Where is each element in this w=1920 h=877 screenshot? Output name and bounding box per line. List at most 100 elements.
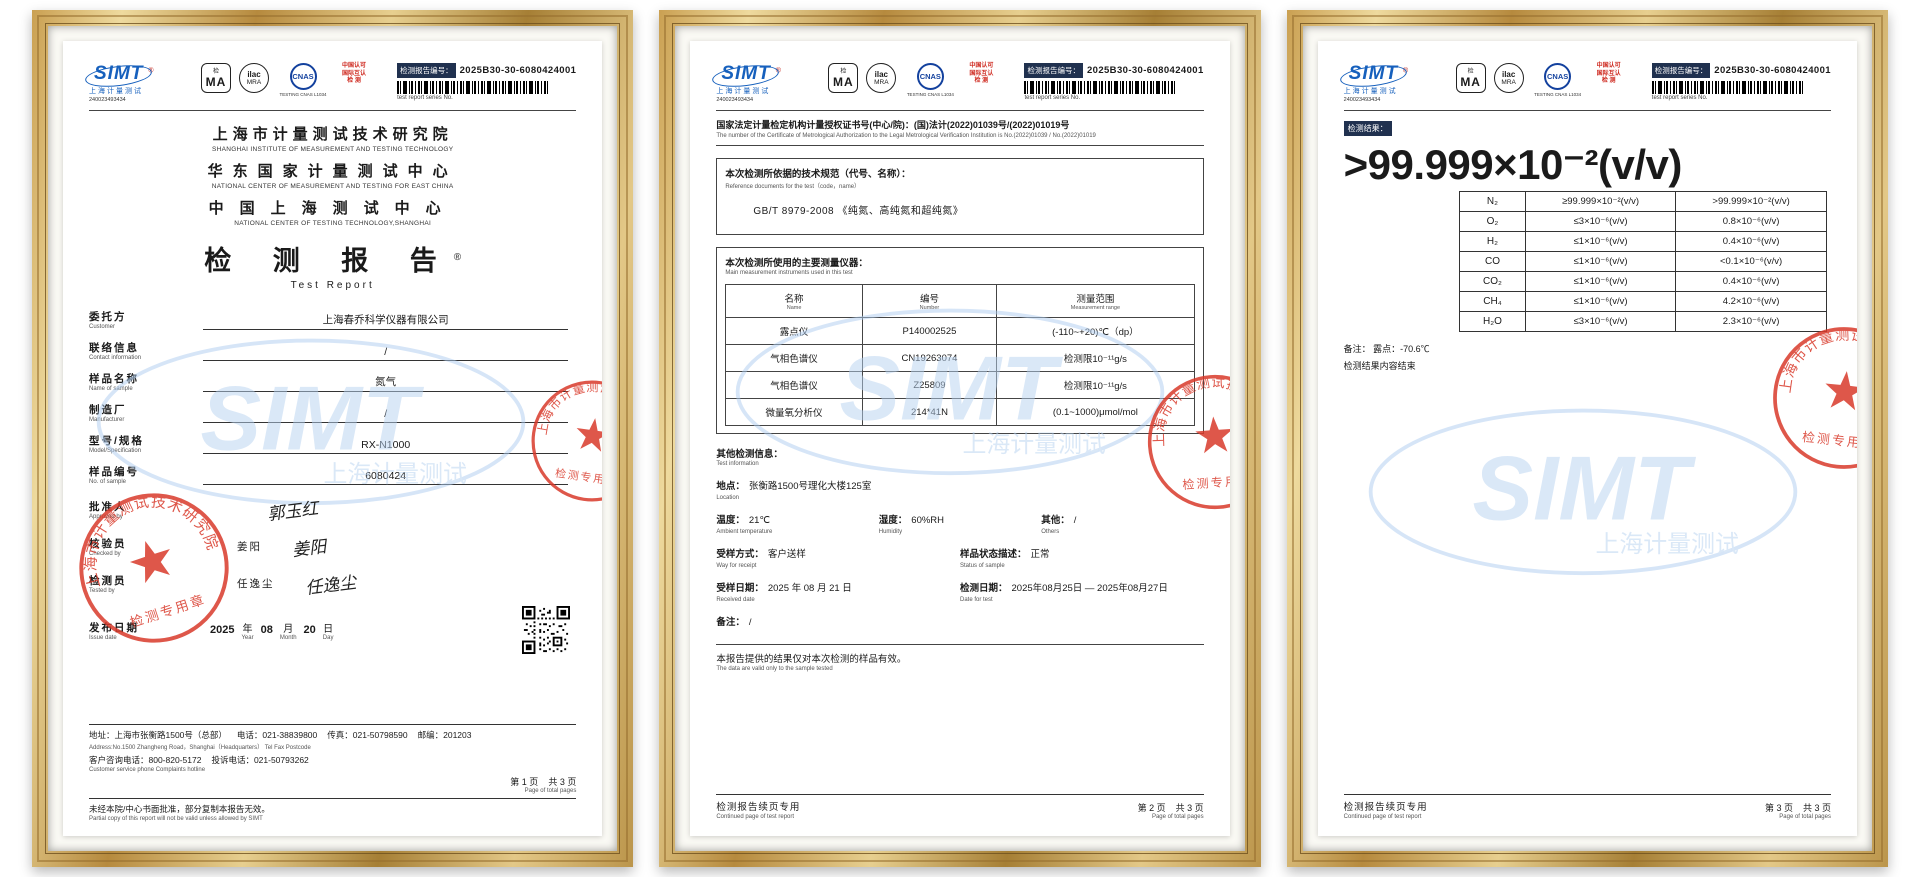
gas-component: N₂ (1458, 191, 1526, 212)
barcode (1651, 81, 1804, 94)
report-title-en: Test Report (290, 280, 375, 291)
purity-headline: >99.999×10⁻²(v/v) (1343, 141, 1683, 188)
field-value: / (203, 346, 569, 361)
report-number-label: 检测报告编号： (1651, 63, 1711, 78)
instrument-name: 气相色谱仪 (725, 344, 863, 372)
field-value: / (203, 408, 569, 423)
certificate-page3: SIMT 上海计量测试 SIMT® 上海计量测试 240023493434 检 … (1317, 41, 1857, 836)
certificate-header: SIMT® 上海计量测试 240023493434 检 MA ilac MRA … (89, 63, 577, 111)
spec-value: ≤1×10⁻⁶(v/v) (1524, 231, 1677, 252)
field-label-en: Name of sample (89, 386, 133, 392)
instrument-number: Z25809 (861, 371, 998, 399)
accred-line2: 国际互认 (341, 70, 366, 77)
qr-code (522, 606, 571, 654)
page2-footer: 检测报告续页专用 Continued page of test report 第… (716, 790, 1204, 820)
continued-page-label: 检测报告续页专用 Continued page of test report (1344, 799, 1428, 820)
frame-mat: SIMT 上海计量测试 SIMT® 上海计量测试 240023493434 检 … (675, 26, 1245, 851)
authorization-note: 国家法定计量检定机构计量授权证书号(中心/院)：(国)法计(2022)01039… (716, 111, 1204, 146)
institute-name-en: SHANGHAI INSTITUTE OF MEASUREMENT AND TE… (211, 146, 454, 153)
value-received-date: 2025 年 08 月 21 日 (767, 583, 852, 594)
label-others-en: Others (1041, 529, 1060, 535)
page-number-en: Page of total pages (524, 788, 577, 794)
gas-component: O₂ (1458, 211, 1526, 232)
instrument-number: P140002525 (861, 317, 998, 345)
printed-name: 姜阳 (237, 540, 262, 553)
label-status-en: Status of sample (960, 563, 1005, 569)
cnas-circle-text: CNAS (916, 63, 944, 90)
barcode (1024, 81, 1177, 94)
value-location: 张衡路1500号理化大楼125室 (748, 481, 872, 492)
cnas-mark-icon: CNAS TESTING CNAS L1034 (1532, 63, 1584, 97)
value-temperature: 21℃ (748, 515, 771, 526)
page-number-current: 第 2 页 (1137, 803, 1166, 813)
official-seal-stamp-partial: 上海市计量测试技术研究院 检测专用章 (1773, 320, 1857, 469)
label-way: 受样方式： (716, 549, 764, 560)
table-row: O₂ ≤3×10⁻⁶(v/v) 0.8×10⁻⁶(v/v) (1458, 211, 1827, 232)
simt-logo-number: 240023493434 (716, 97, 754, 103)
instrument-number: CN19263074 (861, 344, 998, 372)
result-value: 0.8×10⁻⁶(v/v) (1675, 211, 1827, 232)
table-row: N₂ ≥99.999×10⁻²(v/v) >99.999×10⁻²(v/v) (1458, 191, 1827, 212)
sign-label-en: Checked by (89, 550, 121, 557)
barcode-caption: test report series No. (397, 95, 453, 101)
table-row: 气相色谱仪 CN19263074 检测限10⁻¹¹g/s (725, 344, 1195, 372)
table-row: 露点仪 P140002525 (-110~+20)℃（dp） (725, 317, 1195, 345)
authorization-en: The number of the Certificate of Metrolo… (716, 133, 1096, 139)
ilac-text: ilac (247, 69, 261, 79)
table-row: CO ≤1×10⁻⁶(v/v) <0.1×10⁻⁶(v/v) (1458, 251, 1827, 272)
validity-cn: 本报告提供的结果仅对本次检测的样品有效。 (716, 654, 907, 665)
stamp-star-icon (576, 418, 603, 452)
ilac-mra-mark-icon: ilac MRA (866, 63, 897, 93)
field-label-cn: 样品名称 (89, 373, 139, 385)
simt-logo-wordmark: SIMT (1344, 63, 1403, 85)
watermark-simt-text: SIMT (1472, 439, 1696, 540)
other-test-info-section: 其他检测信息： Test information 地点：张衡路1500号理化大楼… (716, 446, 1203, 630)
gas-component: H₂O (1458, 311, 1526, 332)
divider (89, 798, 577, 799)
cma-mark-text: MA (832, 74, 854, 89)
issue-year: 2025 (210, 624, 235, 636)
issue-day: 20 (303, 624, 316, 636)
divider (1343, 794, 1831, 795)
info-row-remark: 备注：/ (716, 612, 1203, 630)
ilac-mra-mark-icon: ilac MRA (1493, 63, 1524, 93)
simt-logo: SIMT® 上海计量测试 240023493434 (1344, 63, 1448, 103)
frame-mat: SIMT 上海计量测试 SIMT® 上海计量测试 240023493434 检 … (48, 26, 618, 851)
printed-name: 任逸尘 (237, 577, 275, 590)
page3-footer: 检测报告续页专用 Continued page of test report 第… (1343, 790, 1831, 820)
report-number-value: 2025B30-30-6080424001 (1714, 65, 1831, 76)
simt-logo-number: 240023493434 (1343, 97, 1381, 103)
cnas-caption: TESTING CNAS L1034 (1534, 92, 1582, 97)
accred-line1: 中国认可 (341, 63, 366, 69)
field-label-cn: 委托方 (89, 311, 127, 323)
sign-label-cn: 核验员 (89, 537, 127, 550)
handwritten-signature: 姜阳 (291, 536, 328, 561)
field-label-cn: 联络信息 (89, 342, 139, 354)
validity-en: The data are valid only to the sample te… (716, 666, 833, 672)
report-number-block: 检测报告编号： 2025B30-30-6080424001 test repor… (1024, 63, 1203, 101)
accred-line2: 国际互认 (969, 70, 994, 77)
table-row: CH₄ ≤1×10⁻⁶(v/v) 4.2×10⁻⁶(v/v) (1458, 291, 1827, 312)
certificate-header: SIMT® 上海计量测试 240023493434 检 MA ilac MRA … (1343, 63, 1831, 111)
unit-cn: 月 (283, 623, 294, 635)
field-label-cn: 制造厂 (89, 404, 127, 416)
simt-logo: SIMT® 上海计量测试 240023493434 (89, 63, 193, 103)
cma-mark-top: 检 (840, 68, 847, 75)
cma-mark-text: MA (1460, 74, 1481, 89)
barcode-caption: test report series No. (1024, 95, 1081, 101)
label-way-en: Way for receipt (716, 563, 757, 569)
registered-mark-icon: ® (453, 252, 462, 263)
continued-cn: 检测报告续页专用 (716, 802, 801, 813)
page-number-current: 第 1 页 (510, 777, 539, 787)
label-temperature: 温度： (716, 515, 745, 526)
value-others: / (1073, 515, 1077, 526)
gold-frame-page1: SIMT 上海计量测试 SIMT® 上海计量测试 240023493434 检 … (32, 10, 634, 867)
